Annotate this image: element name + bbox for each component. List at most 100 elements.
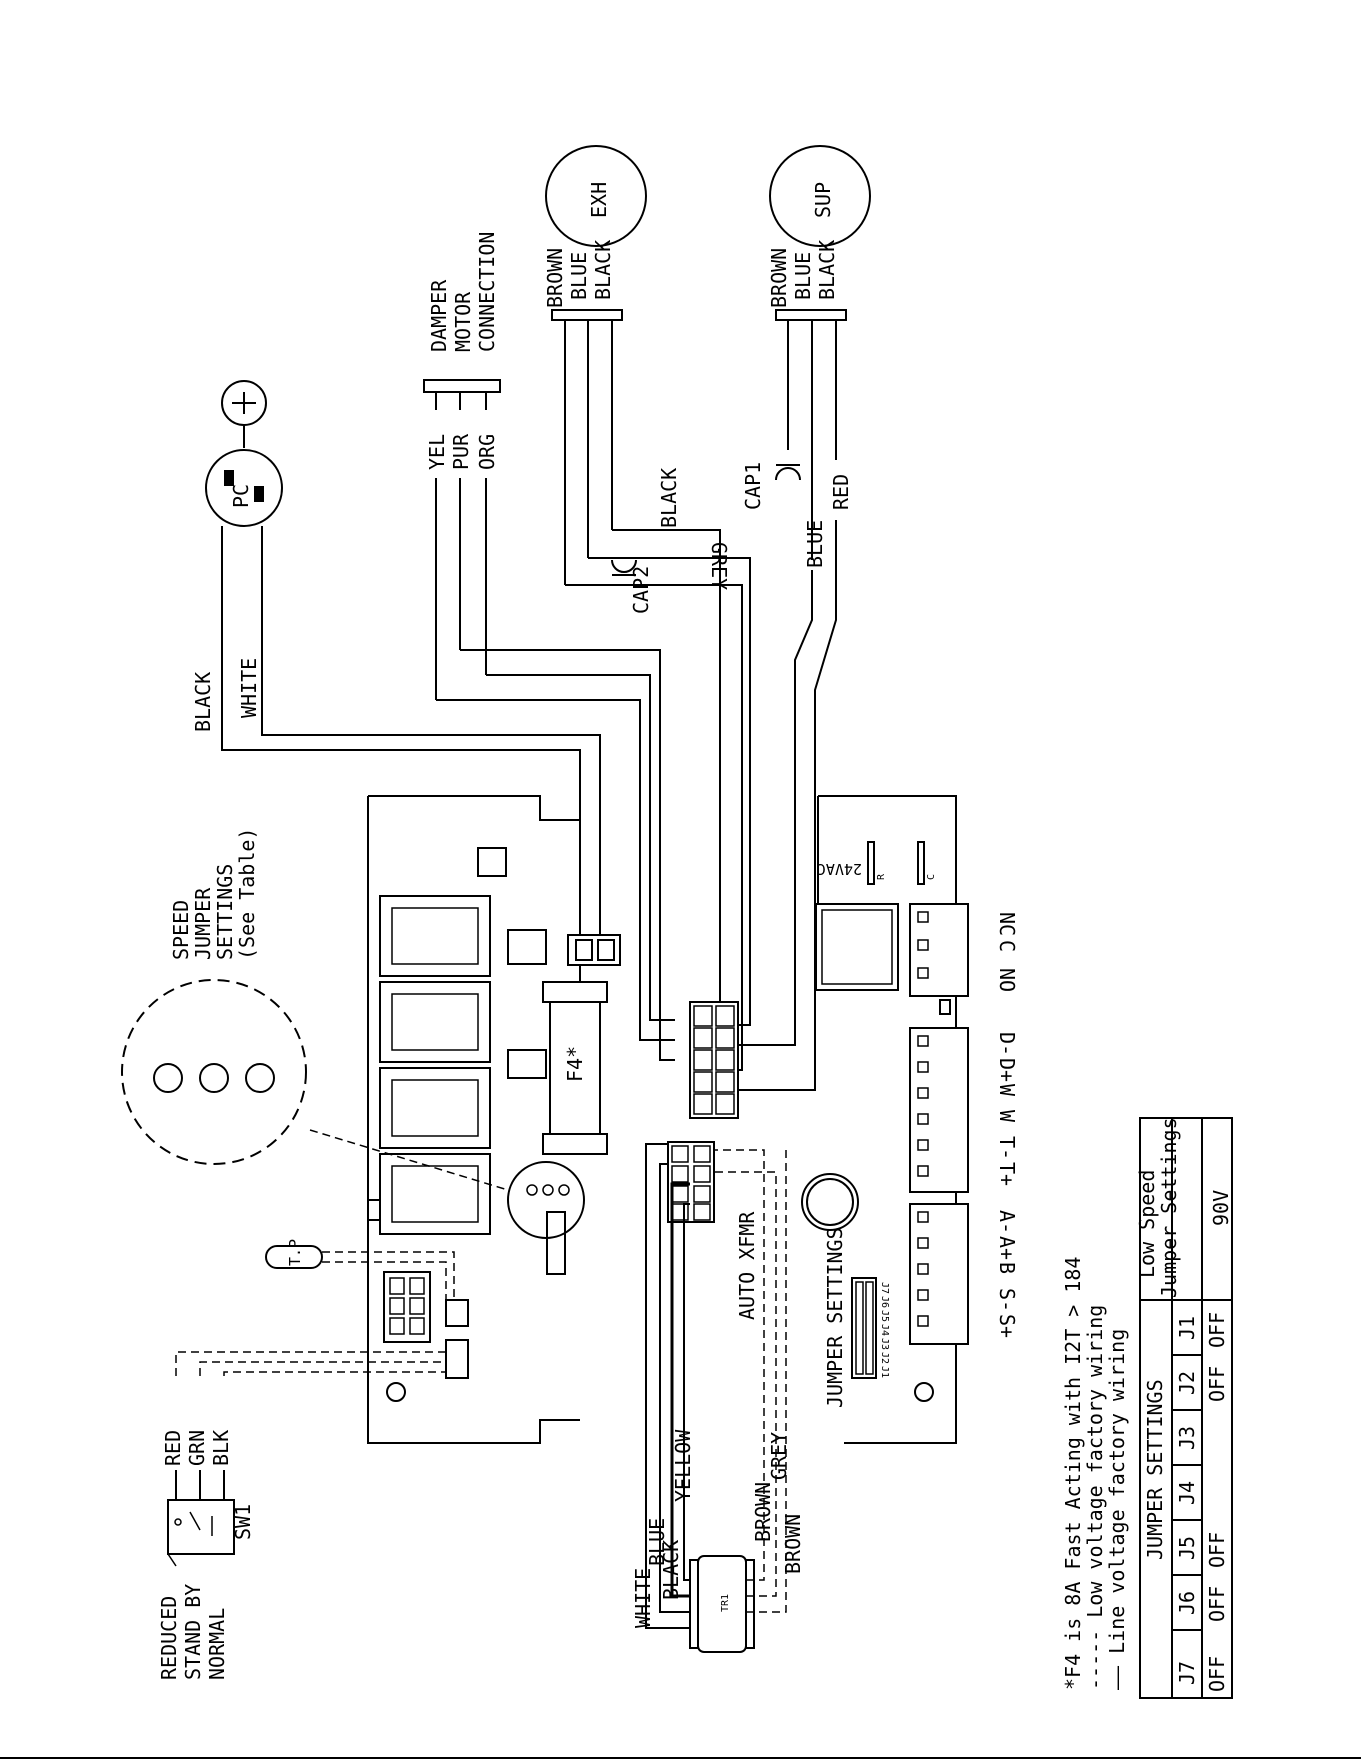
r-label: R <box>876 873 887 880</box>
speed-jumper-line2: JUMPER <box>191 887 215 960</box>
damper-yel-label: YEL <box>425 434 449 470</box>
xfmr-brown2-label: BROWN <box>781 1514 805 1574</box>
damper-connection: DAMPER MOTOR CONNECTION YEL PUR ORG <box>423 232 675 1061</box>
notes: *F4 is 8A Fast Acting with I2T > 184 ---… <box>1061 1257 1129 1690</box>
pc-label: PC <box>229 484 253 508</box>
jumper-col-j4: J4 <box>1175 1481 1199 1505</box>
jumper-col-j2: J2 <box>1175 1371 1199 1395</box>
main-connector <box>689 1001 739 1119</box>
xfmr-brown-label: BROWN <box>751 1482 775 1542</box>
term-d-plus: D+ <box>995 1058 1019 1082</box>
sw-grn-label: GRN <box>185 1430 209 1466</box>
sup-wire-brown-label: BROWN <box>767 248 791 308</box>
sw-standby-label: STAND BY <box>181 1584 205 1680</box>
sup-wire-black-label: BLACK <box>815 240 839 300</box>
jumper-settings-label: JUMPER SETTINGS <box>823 1227 847 1408</box>
jumper-pin-j2: J2 <box>879 1352 890 1364</box>
damper-title-3: CONNECTION <box>475 232 499 352</box>
sw-red-label: RED <box>161 1430 185 1466</box>
exh-wire-brown-label: BROWN <box>543 248 567 308</box>
xfmr-blue-label: BLUE <box>645 1518 669 1566</box>
speed-jumper-line4: (See Table) <box>235 828 259 960</box>
relay-term-c: C <box>995 940 1019 952</box>
relay-term-nc: NC <box>995 912 1019 936</box>
xfmr-black-label: BLACK <box>659 1540 683 1600</box>
sw-reduced-label: REDUCED <box>157 1596 181 1680</box>
switch-sw1: RED GRN BLK SW1 REDUCED STAND BY NORMAL <box>157 1351 446 1680</box>
jumper-col-j5: J5 <box>1175 1536 1199 1560</box>
low-voltage-board: 24VAC R C NC C NO D- D+ W W <box>735 795 1019 1444</box>
exh-label: EXH <box>587 182 611 218</box>
cap2-label: CAP2 <box>629 566 653 614</box>
jumper-val-j2: OFF <box>1205 1366 1229 1402</box>
sup-wire-blue-label: BLUE <box>791 252 815 300</box>
jumper-table-low-speed-1: Low Speed <box>1135 1170 1159 1278</box>
exh-wire-black-label: BLACK <box>591 240 615 300</box>
term-s-plus: S+ <box>995 1314 1019 1338</box>
jumper-col-j1: J1 <box>1175 1316 1199 1340</box>
fuse-note: *F4 is 8A Fast Acting with I2T > 184 <box>1061 1257 1085 1690</box>
jumper-col-j6: J6 <box>1175 1591 1199 1615</box>
damper-title-1: DAMPER <box>427 279 451 352</box>
jumper-table-header: JUMPER SETTINGS <box>1143 1379 1167 1560</box>
jumper-pin-j5: J5 <box>879 1310 890 1322</box>
auto-xfmr-label: AUTO XFMR <box>735 1211 759 1320</box>
term-d-minus: D- <box>995 1032 1019 1056</box>
term-w-1: W <box>995 1084 1019 1097</box>
tp-sensor: T.P <box>265 1239 455 1300</box>
term-b: B <box>995 1262 1019 1274</box>
low-voltage-note: ----- Low voltage factory wiring <box>1083 1305 1107 1690</box>
sw-blk-label: BLK <box>209 1430 233 1466</box>
jumper-settings-block: JUMPER SETTINGS J7 J6 J5 J4 J3 J2 J1 <box>823 1227 890 1408</box>
jumper-table-voltage: 90V <box>1209 1190 1233 1226</box>
jumper-pin-j6: J6 <box>879 1296 890 1308</box>
xfmr-yellow-label: YELLOW <box>671 1429 695 1502</box>
c-label: C <box>926 874 937 880</box>
jumper-val-j7: OFF <box>1205 1656 1229 1692</box>
sup-label: SUP <box>811 182 835 218</box>
jumper-val-j6: OFF <box>1205 1586 1229 1622</box>
line-voltage-note: —— Line voltage factory wiring <box>1105 1329 1129 1690</box>
tp-label: T.P <box>286 1239 304 1266</box>
jumper-val-j1: OFF <box>1205 1312 1229 1348</box>
jumper-pin-j7: J7 <box>879 1282 890 1294</box>
jumper-table-low-speed-2: Jumper Settings <box>1157 1117 1181 1298</box>
term-t-minus: T- <box>995 1136 1019 1160</box>
plug-black-label: BLACK <box>191 672 215 732</box>
jumper-col-j3: J3 <box>1175 1426 1199 1450</box>
cap1-label: CAP1 <box>741 462 765 510</box>
red-wire-label: RED <box>829 474 853 510</box>
black-wire-label: BLACK <box>657 468 681 528</box>
speed-jumper-detail: SPEED JUMPER SETTINGS (See Table) <box>121 828 509 1191</box>
terminal-strip-b: A- A+ B S- S+ <box>909 1203 1019 1345</box>
relay-bank <box>379 895 491 1235</box>
term-a-plus: A+ <box>995 1236 1019 1260</box>
vac-label: 24VAC <box>817 860 862 878</box>
tp-connector <box>383 1271 469 1379</box>
speed-jumper-line3: SETTINGS <box>213 864 237 960</box>
speed-jumper-line1: SPEED <box>169 900 193 960</box>
relay-terminal-block: NC C NO <box>909 903 1019 997</box>
xfmr-connector <box>667 1141 715 1223</box>
control-board: F4* <box>265 795 739 1444</box>
xfmr-white-label: WHITE <box>631 1568 655 1628</box>
transformer: TR1 WHITE BLUE BLACK YELLOW BROWN GREY B… <box>631 1143 805 1653</box>
term-s-minus: S- <box>995 1288 1019 1312</box>
jumper-pin-j3: J3 <box>879 1338 890 1350</box>
term-t-plus: T+ <box>995 1162 1019 1186</box>
damper-org-label: ORG <box>475 434 499 470</box>
sw-normal-label: NORMAL <box>205 1608 229 1680</box>
tr1-label: TR1 <box>720 1594 731 1612</box>
motor-wiring: BLACK GREY CAP2 CAP1 BLUE RED <box>565 462 853 1091</box>
jumper-val-j5: OFF <box>1205 1532 1229 1568</box>
exh-wire-blue-label: BLUE <box>567 252 591 300</box>
term-w-2: W <box>995 1110 1019 1123</box>
jumper-pin-j4: J4 <box>879 1324 890 1336</box>
relay-term-no: NO <box>995 968 1019 992</box>
supply-motor: SUP BROWN BLUE BLACK <box>767 145 871 560</box>
jumper-pin-j1: J1 <box>879 1366 890 1378</box>
plug-white-label: WHITE <box>237 658 261 718</box>
speed-jumper-block <box>507 1161 585 1239</box>
power-plug: PC BLACK WHITE <box>191 380 601 935</box>
